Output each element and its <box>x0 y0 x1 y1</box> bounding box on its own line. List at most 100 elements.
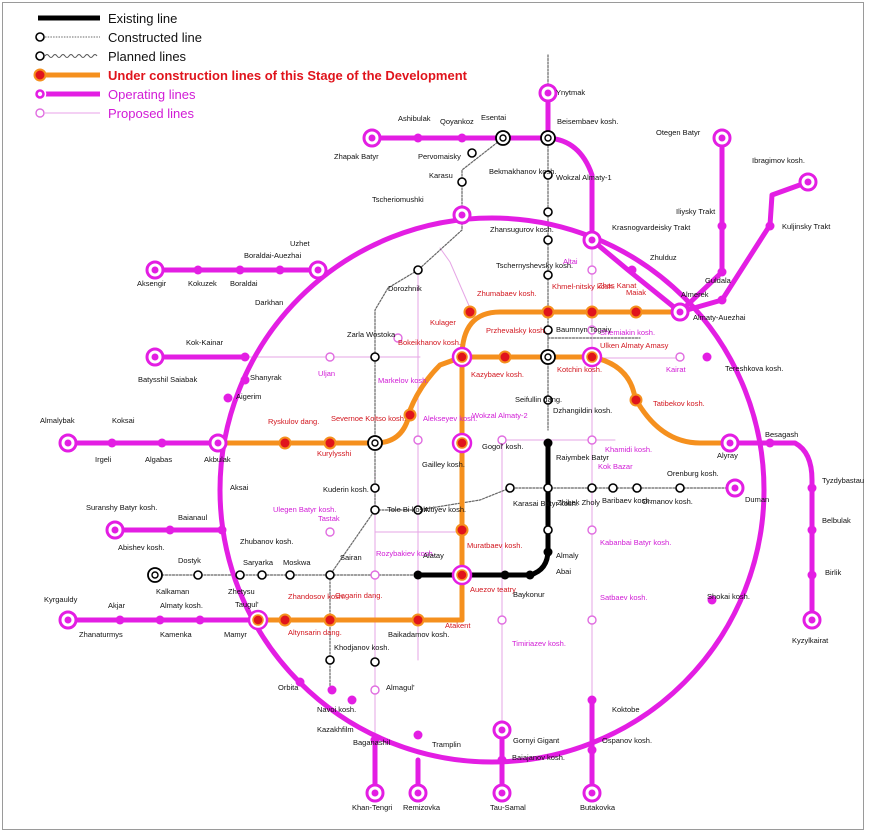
label-zhapak-batyr: Zhapak Batyr <box>334 152 379 161</box>
station-kuderin <box>370 483 380 493</box>
station-navoi <box>327 685 337 695</box>
station-satbaev <box>587 615 597 625</box>
station-muratbaev <box>455 523 469 537</box>
label-remizovka: Remizovka <box>403 803 441 812</box>
station-raiymbek <box>543 438 553 448</box>
station-zhas-kanat <box>585 305 599 319</box>
station-shokai <box>707 595 717 605</box>
station-dorozhnik <box>413 265 423 275</box>
station-krasnogvardeisky <box>582 230 602 250</box>
station-bekmakhanov <box>543 170 553 180</box>
station-duman <box>725 478 745 498</box>
label-kabanbai: Kabanbai Batyr kosh. <box>600 538 671 547</box>
station-tscheriomushki <box>452 205 472 225</box>
operating-line-besagash <box>727 440 815 623</box>
uc-line-north <box>459 309 683 360</box>
label-almerek: Almerek <box>681 290 709 299</box>
station-kok-kainar <box>240 352 250 362</box>
label-ibragimov: Ibragimov kosh. <box>752 156 805 165</box>
station-gagarin <box>323 613 337 627</box>
label-baianaul: Baianaul <box>178 513 208 522</box>
station-tau-samal <box>492 783 512 803</box>
label-tyzdybastau: Tyzdybastau <box>822 476 864 485</box>
label-kalkaman: Kalkaman <box>156 587 189 596</box>
label-uzhet: Uzhet <box>290 239 311 248</box>
label-pervomaisky: Pervomaisky <box>418 152 461 161</box>
station-shemiakin <box>587 325 597 335</box>
station-kulager-node <box>463 305 477 319</box>
station-abai <box>543 547 553 557</box>
station-kokuzek <box>193 265 203 275</box>
station-almalybak <box>58 433 78 453</box>
legend: Existing line Constructed line Planned l… <box>33 11 468 121</box>
legend-operating-label: Operating lines <box>108 87 196 102</box>
label-zhandosov: Zhandosov kosh. <box>288 592 345 601</box>
legend-constructed-swatch <box>35 32 45 42</box>
label-markelov: Markelov kosh. <box>378 376 428 385</box>
label-aigerim: Aigerim <box>236 392 261 401</box>
station-tereshkova <box>702 352 712 362</box>
label-ashibulak: Ashibulak <box>398 114 431 123</box>
label-baumnyn-togaiy: Baumnyn Togaiy <box>556 325 612 334</box>
legend-existing-label: Existing line <box>108 11 177 26</box>
label-karasai-batyr: Karasai Batyr kosh. <box>513 499 578 508</box>
label-ulegen-batyr: Ulegen Batyr kosh. <box>273 505 336 514</box>
station-uljan <box>325 352 335 362</box>
station-tole-bi <box>370 505 380 515</box>
label-kokuzek: Kokuzek <box>188 279 217 288</box>
station-baianaul <box>165 525 175 535</box>
label-tau-samal: Tau-Samal <box>490 803 526 812</box>
legend-constructed-label: Constructed line <box>108 30 202 45</box>
label-maiak: Maiak <box>626 288 646 297</box>
station-wokzal-almaty1 <box>543 207 553 217</box>
label-almalybak: Almalybak <box>40 416 75 425</box>
label-zhetysu: Zhetysu <box>228 587 255 596</box>
station-kulager <box>451 346 473 368</box>
station-karasai-batyr <box>505 483 515 493</box>
station-bokeikhanov <box>393 333 403 343</box>
station-karasu <box>457 177 467 187</box>
label-baikadamov: Baikadamov kosh. <box>388 630 449 639</box>
label-zhubanov: Zhubanov kosh. <box>240 537 293 546</box>
label-seifullin: Seifullin dang. <box>515 395 562 404</box>
label-tole-bi: Tole Bi kosh. <box>387 505 430 514</box>
station-moskwa <box>285 570 295 580</box>
label-boraldai: Boraldai <box>230 279 258 288</box>
label-wokzal-almaty2: Wokzal Almaty-2 <box>472 411 528 420</box>
station-algabas <box>157 438 167 448</box>
proposed-line-kulager <box>439 247 471 309</box>
label-alatay: Alatay <box>423 551 444 560</box>
label-timiriazev: Timiriazev kosh. <box>512 639 566 648</box>
proposed-lines <box>154 239 681 794</box>
label-beisembaev: Beisembaev kosh. <box>557 117 618 126</box>
station-rozybakiev <box>370 570 380 580</box>
label-dostyk: Dostyk <box>178 556 201 565</box>
station-shanyrak <box>240 375 250 385</box>
station-butakovka <box>582 783 602 803</box>
station-suranshy <box>105 520 125 540</box>
station-khan-tengri <box>365 783 385 803</box>
station-khamidi <box>587 435 597 445</box>
label-aksai: Aksai <box>230 483 249 492</box>
label-zhulduz: Zhulduz <box>650 253 677 262</box>
label-tschernyshevsky: Tschernyshevsky kosh. <box>496 261 573 270</box>
station-almaty-kosh <box>195 615 205 625</box>
label-khmelnitsky: Khmel-nitsky kosh. <box>552 282 615 291</box>
label-gagarin: Gagarin dang. <box>335 591 383 600</box>
station-irgeli <box>107 438 117 448</box>
label-almagul: Almagul' <box>386 683 415 692</box>
station-baykonur <box>500 570 510 580</box>
station-alyray <box>720 433 740 453</box>
label-zhumabaev: Zhumabaev kosh. <box>477 289 537 298</box>
label-kuderin: Kuderin kosh. <box>323 485 369 494</box>
label-koksai: Koksai <box>112 416 135 425</box>
label-tereshkova: Tereshkova kosh. <box>725 364 783 373</box>
legend-under-construction-label: Under construction lines of this Stage o… <box>108 68 468 83</box>
label-zhas-kanat: Zhas Kanat <box>598 281 637 290</box>
label-ryskulov: Ryskulov dang. <box>268 417 319 426</box>
station-severnoe-koltso <box>323 436 337 450</box>
station-kyzylkairat <box>802 610 822 630</box>
station-ulken-almaty <box>581 346 603 368</box>
station-dostyk <box>193 570 203 580</box>
station-akbulak <box>208 433 228 453</box>
